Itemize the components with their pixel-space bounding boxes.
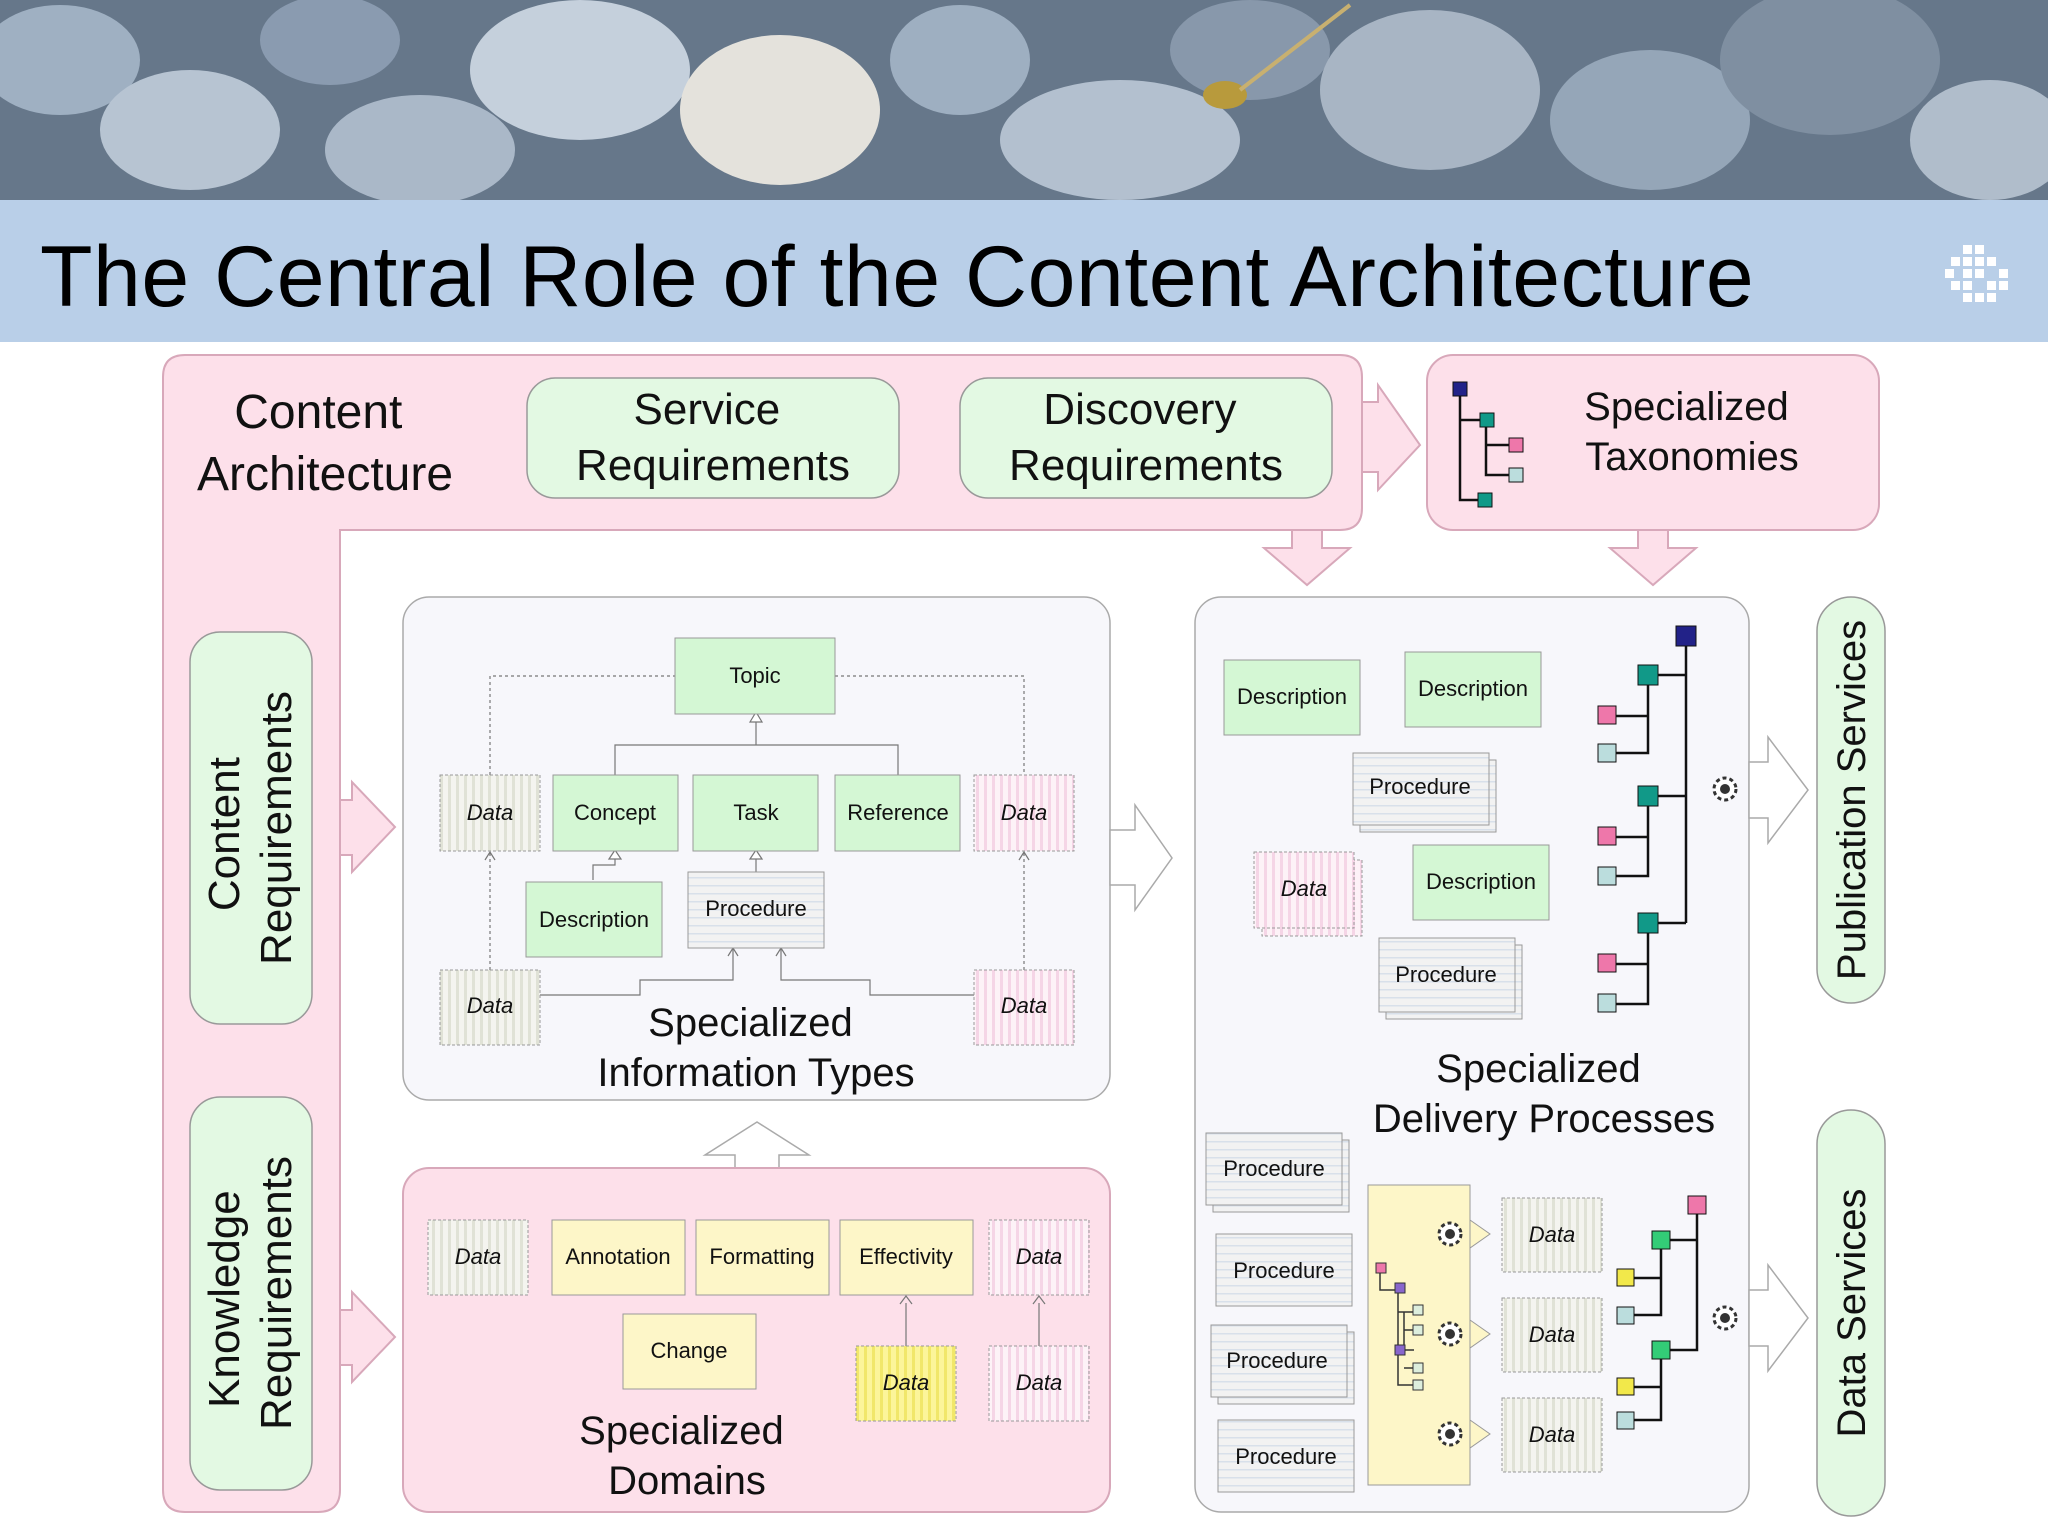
svg-text:Data: Data: [455, 1244, 501, 1269]
arrow-to-delivery: [1109, 802, 1173, 913]
data-services-box: Data Services: [1816, 1109, 1886, 1517]
svg-text:Data Services: Data Services: [1830, 1189, 1874, 1438]
title-bar: The Central Role of the Content Architec…: [0, 200, 2048, 342]
svg-text:Discovery Requirements: Discovery Requirements: [1009, 385, 1283, 490]
formatting-box-label: Formatting: [709, 1244, 814, 1269]
effectivity-box-label: Effectivity: [859, 1244, 953, 1269]
arrow-down-delivery-1: [1261, 529, 1353, 587]
svg-text:Specialized Taxonomies: Specialized Taxonomies: [1584, 385, 1800, 479]
information-types-panel: Topic Data Concept Task Reference Data D…: [402, 596, 1111, 1101]
svg-text:Data: Data: [1016, 1370, 1062, 1395]
publication-services-box: Publication Services: [1816, 596, 1886, 1004]
arrow-to-taxonomies: [1361, 381, 1422, 493]
domains-panel: Data Annotation Formatting Effectivity D…: [402, 1167, 1111, 1513]
arrow-to-information-types: [339, 779, 397, 875]
svg-text:Procedure: Procedure: [1395, 962, 1497, 987]
procedure-box-label: Procedure: [705, 896, 807, 921]
svg-text:Data: Data: [1001, 993, 1047, 1018]
svg-text:Data: Data: [1281, 876, 1327, 901]
svg-text:Procedure: Procedure: [1226, 1348, 1328, 1373]
svg-text:Content Requirements: Content Requirements: [200, 691, 301, 965]
arrow-up-to-information-types: [702, 1121, 812, 1171]
header-stones-photo: [0, 0, 2048, 200]
svg-text:Procedure: Procedure: [1233, 1258, 1335, 1283]
svg-text:Data: Data: [1529, 1322, 1575, 1347]
svg-text:Data: Data: [1529, 1422, 1575, 1447]
knowledge-requirements-box: Knowledge Requirements: [189, 1096, 313, 1491]
svg-text:Description: Description: [1237, 684, 1347, 709]
specialized-taxonomies-box: Specialized Taxonomies: [1426, 354, 1880, 531]
gear-icon: [1437, 1421, 1463, 1447]
svg-text:Procedure: Procedure: [1369, 774, 1471, 799]
arrow-to-domains: [339, 1289, 397, 1385]
svg-text:Description: Description: [1426, 869, 1536, 894]
discovery-requirements-box: Discovery Requirements: [959, 377, 1333, 499]
arrow-to-publication-services: [1748, 734, 1809, 846]
gear-icon: [1437, 1221, 1463, 1247]
svg-text:Procedure: Procedure: [1235, 1444, 1337, 1469]
dot-grid-logo-icon: [1945, 245, 2008, 302]
service-requirements-box: Service Requirements: [526, 377, 900, 499]
svg-text:Description: Description: [1418, 676, 1528, 701]
concept-box-label: Concept: [574, 800, 656, 825]
content-requirements-box: Content Requirements: [189, 631, 313, 1025]
svg-text:Knowledge Requirements: Knowledge Requirements: [200, 1156, 301, 1430]
svg-text:Data: Data: [1001, 800, 1047, 825]
gear-icon: [1712, 1305, 1738, 1331]
reference-box-label: Reference: [847, 800, 949, 825]
svg-text:Publication Services: Publication Services: [1830, 620, 1874, 980]
svg-text:Data: Data: [883, 1370, 929, 1395]
information-types-caption: Specialized Information Types: [597, 1001, 914, 1095]
page-title: The Central Role of the Content Architec…: [40, 229, 1755, 325]
svg-text:Data: Data: [1016, 1244, 1062, 1269]
content-architecture-label: Content Architecture: [197, 386, 453, 501]
arrow-to-data-services: [1748, 1262, 1809, 1374]
delivery-processes-panel: Description Description Procedure Data D…: [1194, 596, 1750, 1513]
arrow-down-delivery-2: [1607, 529, 1699, 587]
svg-text:Data: Data: [467, 993, 513, 1018]
domains-caption: Specialized Domains: [579, 1409, 795, 1503]
change-box-label: Change: [650, 1338, 727, 1363]
svg-text:Data: Data: [467, 800, 513, 825]
delivery-processes-caption: Specialized Delivery Processes: [1373, 1047, 1715, 1141]
svg-text:Procedure: Procedure: [1223, 1156, 1325, 1181]
topic-box-label: Topic: [729, 663, 780, 688]
task-box-label: Task: [733, 800, 779, 825]
gear-icon: [1712, 776, 1738, 802]
description-box-label: Description: [539, 907, 649, 932]
stones-image: [0, 0, 2048, 200]
gear-icon: [1437, 1321, 1463, 1347]
annotation-box-label: Annotation: [565, 1244, 670, 1269]
svg-text:Data: Data: [1529, 1222, 1575, 1247]
tree-icon: [1458, 393, 1516, 502]
svg-text:Service Requirements: Service Requirements: [576, 385, 850, 490]
